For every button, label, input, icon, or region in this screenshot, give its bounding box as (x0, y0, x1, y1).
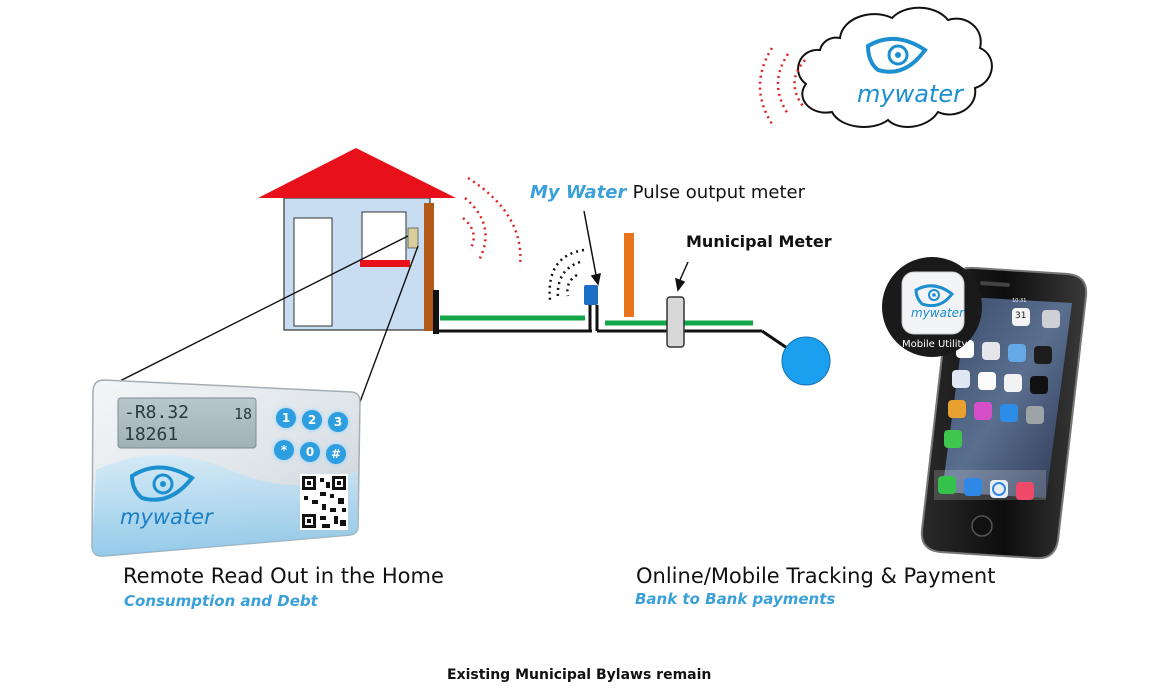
cloud-logo-icon (865, 36, 928, 74)
callout-lines (101, 235, 419, 403)
home-button-icon (971, 515, 993, 537)
cloud-signal-icon (758, 47, 806, 125)
pulse-meter-icon (584, 285, 598, 305)
app-name: mywater (911, 306, 964, 320)
pulse-meter-rest: Pulse output meter (632, 182, 806, 203)
lcd-line-2: 18261 (124, 424, 179, 445)
key-2[interactable]: 2 (302, 410, 322, 430)
phone-time: 10:31 (1012, 298, 1027, 304)
key-3[interactable]: 3 (328, 412, 348, 432)
app-caption: Mobile Utility (902, 339, 968, 350)
pulse-meter-brand: My Water (530, 182, 627, 203)
display-brand: mywater (120, 505, 213, 529)
key-star[interactable]: * (274, 440, 294, 460)
app-logo-icon (914, 284, 955, 308)
display-logo-icon (129, 465, 195, 502)
calendar-day: 31 (1015, 311, 1027, 321)
online-title: Online/Mobile Tracking & Payment (636, 564, 996, 588)
lcd-line-1: -R8.32 (124, 402, 190, 423)
online-subtitle: Bank to Bank payments (635, 590, 836, 608)
house (258, 148, 456, 331)
meter-signal-icon (548, 248, 585, 301)
municipal-meter-icon (666, 296, 685, 348)
pole (624, 233, 634, 317)
lcd-line-1-right: 18 (234, 405, 253, 423)
app-icons (934, 308, 1060, 500)
qr-code-icon (300, 474, 348, 530)
house-signal-icon (462, 176, 522, 267)
key-1[interactable]: 1 (276, 408, 296, 428)
pointer-arrows (583, 210, 689, 292)
municipal-meter-label: Municipal Meter (686, 232, 832, 251)
cloud-brand: mywater (857, 80, 963, 108)
footer-note: Existing Municipal Bylaws remain (447, 667, 712, 683)
pipes (433, 290, 791, 352)
key-hash[interactable]: # (326, 444, 346, 464)
remote-title: Remote Read Out in the Home (123, 564, 444, 588)
tank-icon (781, 336, 831, 386)
remote-subtitle: Consumption and Debt (124, 592, 318, 610)
pulse-meter-label: My Water Pulse output meter (530, 182, 805, 203)
key-0[interactable]: 0 (300, 442, 320, 462)
cloud (797, 6, 993, 128)
